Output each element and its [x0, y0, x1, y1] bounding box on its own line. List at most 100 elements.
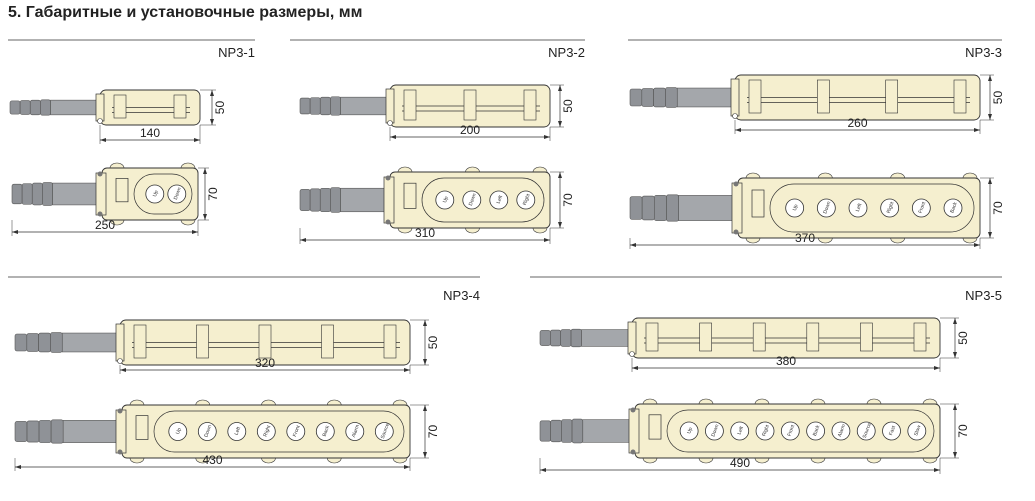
top-height-dimension: 50 [991, 91, 1005, 105]
screw-icon [385, 219, 391, 225]
push-button-label: Up [152, 189, 160, 197]
button-panel [153, 410, 405, 453]
push-button-label: Down [822, 200, 832, 214]
button-guard [953, 79, 967, 114]
end-cap [95, 93, 105, 122]
cable-gland-ring [319, 96, 331, 116]
push-button-label: Right [761, 424, 771, 438]
top-length-dimension: 140 [140, 126, 160, 140]
push-button [315, 422, 335, 441]
cable-gland-ring [299, 97, 311, 115]
cable-gland-ring [571, 418, 584, 444]
label-window [135, 415, 149, 440]
push-button-label: Up [686, 426, 694, 434]
button-guard [523, 89, 537, 121]
push-button-label: Fast [888, 424, 897, 436]
push-button-label: Up [442, 195, 450, 203]
push-button-label: Back [812, 424, 822, 437]
push-button [489, 190, 509, 210]
push-button [345, 422, 365, 441]
label-window [403, 182, 417, 209]
push-button-label: Up [792, 203, 800, 211]
cable-gland-ring [40, 99, 51, 116]
push-button [730, 421, 750, 441]
arrow-icon [558, 172, 562, 228]
button-guard [860, 322, 873, 352]
screw-icon [629, 351, 635, 357]
cable [539, 418, 636, 444]
cable-gland-ring [665, 87, 678, 108]
top-length-dimension: 200 [460, 123, 480, 137]
cable-gland-ring [539, 420, 551, 442]
button-guard [913, 322, 927, 352]
push-button [816, 198, 836, 218]
button-guard [383, 324, 397, 359]
top-length-dimension: 380 [776, 354, 796, 368]
cable-gland-ring [653, 87, 666, 108]
push-button [831, 421, 851, 441]
push-button [256, 422, 276, 441]
push-button [882, 421, 901, 441]
label-window [115, 178, 129, 203]
push-button-label: Alarm [837, 423, 847, 437]
push-button-label: Alarm [351, 424, 361, 438]
cable-sleeve [340, 187, 391, 213]
push-button [286, 422, 306, 441]
cable-gland-ring [14, 421, 28, 442]
push-button-label: Slow [913, 424, 922, 437]
cable [629, 87, 736, 108]
push-button-label: Back [322, 424, 332, 437]
button-guard [113, 94, 127, 119]
cable-gland-ring [560, 329, 572, 347]
push-button [943, 198, 963, 218]
button-guard [173, 94, 187, 119]
cable [11, 182, 103, 206]
push-button-label: Down [203, 424, 213, 438]
arrow-icon [203, 168, 207, 220]
push-button-label: Left [737, 425, 746, 435]
button-guard [463, 89, 477, 121]
push-button [880, 198, 900, 218]
cable-gland-ring [26, 420, 40, 443]
push-button [227, 422, 247, 441]
end-cap [731, 182, 743, 234]
button-guard [196, 324, 209, 359]
cable-gland-ring [561, 419, 573, 443]
push-button [806, 421, 826, 441]
front-height-dimension: 70 [206, 187, 220, 201]
cable-gland-ring [31, 182, 43, 206]
push-button [705, 421, 724, 441]
cable-gland-ring [50, 419, 64, 444]
cable-gland-ring [539, 330, 551, 346]
button-guard [752, 322, 766, 352]
cable-sleeve [340, 96, 391, 116]
push-button-label: Left [234, 426, 243, 436]
screw-icon [630, 449, 636, 455]
cable [299, 96, 391, 116]
push-button [780, 421, 800, 441]
screw-icon [117, 408, 123, 414]
cable-gland-ring [653, 195, 667, 221]
push-button-label: Down [468, 192, 478, 206]
screw-icon [117, 358, 123, 364]
push-button [462, 190, 482, 210]
push-button [848, 198, 868, 218]
cable-gland-ring [309, 188, 321, 212]
cable-sleeve [62, 420, 123, 443]
cable [14, 332, 121, 353]
cable-sleeve [582, 419, 636, 443]
screw-icon [117, 449, 123, 455]
cable-gland-ring [38, 332, 51, 353]
cable-gland-ring [641, 195, 655, 221]
button-guard [885, 79, 898, 114]
cable-gland-ring [570, 328, 582, 348]
button-panel [133, 173, 193, 215]
screw-icon [733, 229, 739, 235]
end-cap [628, 408, 640, 454]
cable-gland-ring [550, 419, 562, 443]
cable-gland-ring [21, 183, 33, 205]
label-window [751, 189, 765, 218]
button-guard [748, 79, 762, 114]
screw-icon [97, 171, 103, 177]
